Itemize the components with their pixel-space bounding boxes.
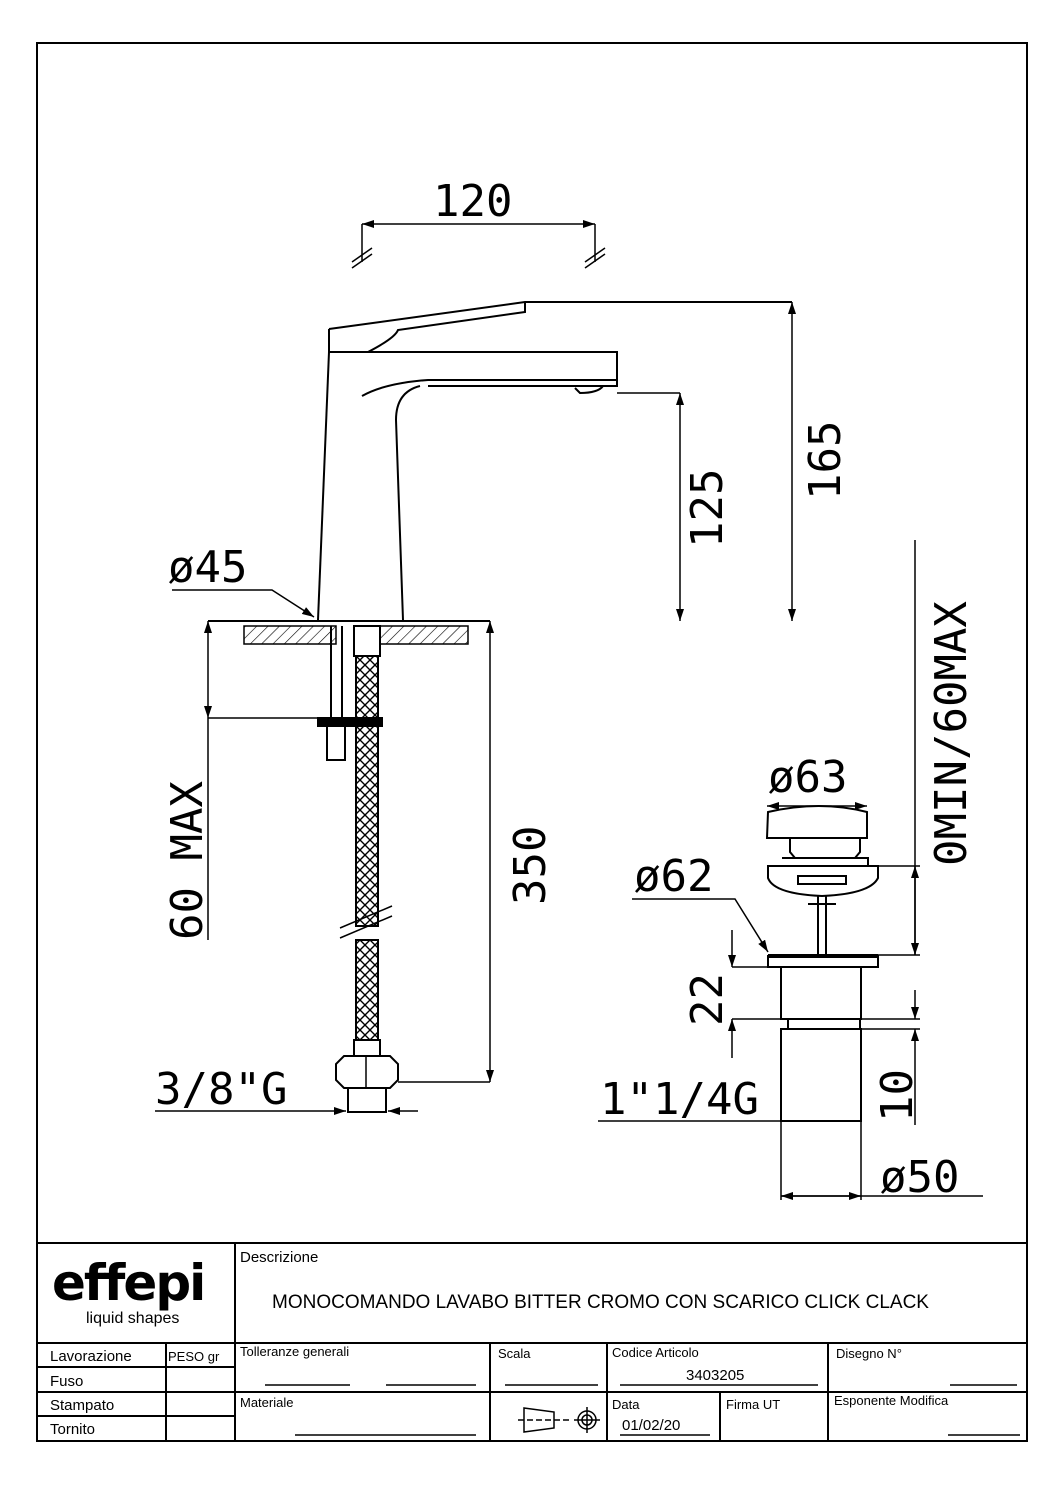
dim-drain-height: 22 <box>682 973 733 1026</box>
revision-label: Esponente Modifica <box>834 1393 949 1408</box>
tolerances-label: Tolleranze generali <box>240 1344 349 1359</box>
article-code: 3403205 <box>686 1367 744 1384</box>
material-label: Materiale <box>240 1395 293 1410</box>
drain-assembly <box>767 806 878 1121</box>
dim-connection: 3/8"G <box>155 1064 287 1115</box>
dim-height-total: 165 <box>800 421 851 500</box>
dim-drain-body-diameter: ø50 <box>880 1152 959 1203</box>
dim-width-top: 120 <box>433 176 512 227</box>
fixing-stud <box>318 626 382 760</box>
flexible-hose <box>336 626 398 1112</box>
signature-label: Firma UT <box>726 1397 780 1412</box>
projection-symbol-icon <box>518 1407 600 1433</box>
dim-drain-adjust: 0MIN/60MAX <box>926 601 977 866</box>
dim-drain-flange-diameter: ø62 <box>634 851 713 902</box>
product-description: MONOCOMANDO LAVABO BITTER CROMO CON SCAR… <box>272 1292 929 1313</box>
company-logo: effepi <box>52 1254 204 1312</box>
sheet-border <box>37 43 1027 1441</box>
article-code-label: Codice Articolo <box>612 1345 699 1360</box>
date-label: Data <box>612 1397 640 1412</box>
scale-label: Scala <box>498 1346 531 1361</box>
process-row-lavorazione: Lavorazione <box>50 1348 132 1365</box>
faucet-dimension-lines <box>155 220 796 1115</box>
weight-label: PESO gr <box>168 1349 220 1364</box>
dim-max-thickness: 60 MAX <box>162 781 213 940</box>
dim-height-spout: 125 <box>682 469 733 548</box>
dim-diameter-base: ø45 <box>168 542 247 593</box>
countertop-section <box>244 626 468 644</box>
dim-drain-cap-diameter: ø63 <box>768 752 847 803</box>
faucet-body <box>208 302 792 621</box>
process-row-tornito: Tornito <box>50 1421 95 1438</box>
company-tagline: liquid shapes <box>86 1310 179 1327</box>
process-row-fuso: Fuso <box>50 1373 83 1390</box>
process-row-stampato: Stampato <box>50 1397 114 1414</box>
title-block-underlines <box>265 1385 1020 1435</box>
drain-dimension-lines <box>598 540 983 1200</box>
dim-hose-length: 350 <box>505 826 556 905</box>
drawing-number-label: Disegno N° <box>836 1346 902 1361</box>
title-block-lines <box>37 1243 1027 1441</box>
drawing-date: 01/02/20 <box>622 1417 680 1434</box>
dim-drain-thread: 1"1/4G <box>600 1074 759 1125</box>
dim-drain-bottom: 10 <box>872 1069 923 1122</box>
description-label: Descrizione <box>240 1249 318 1266</box>
